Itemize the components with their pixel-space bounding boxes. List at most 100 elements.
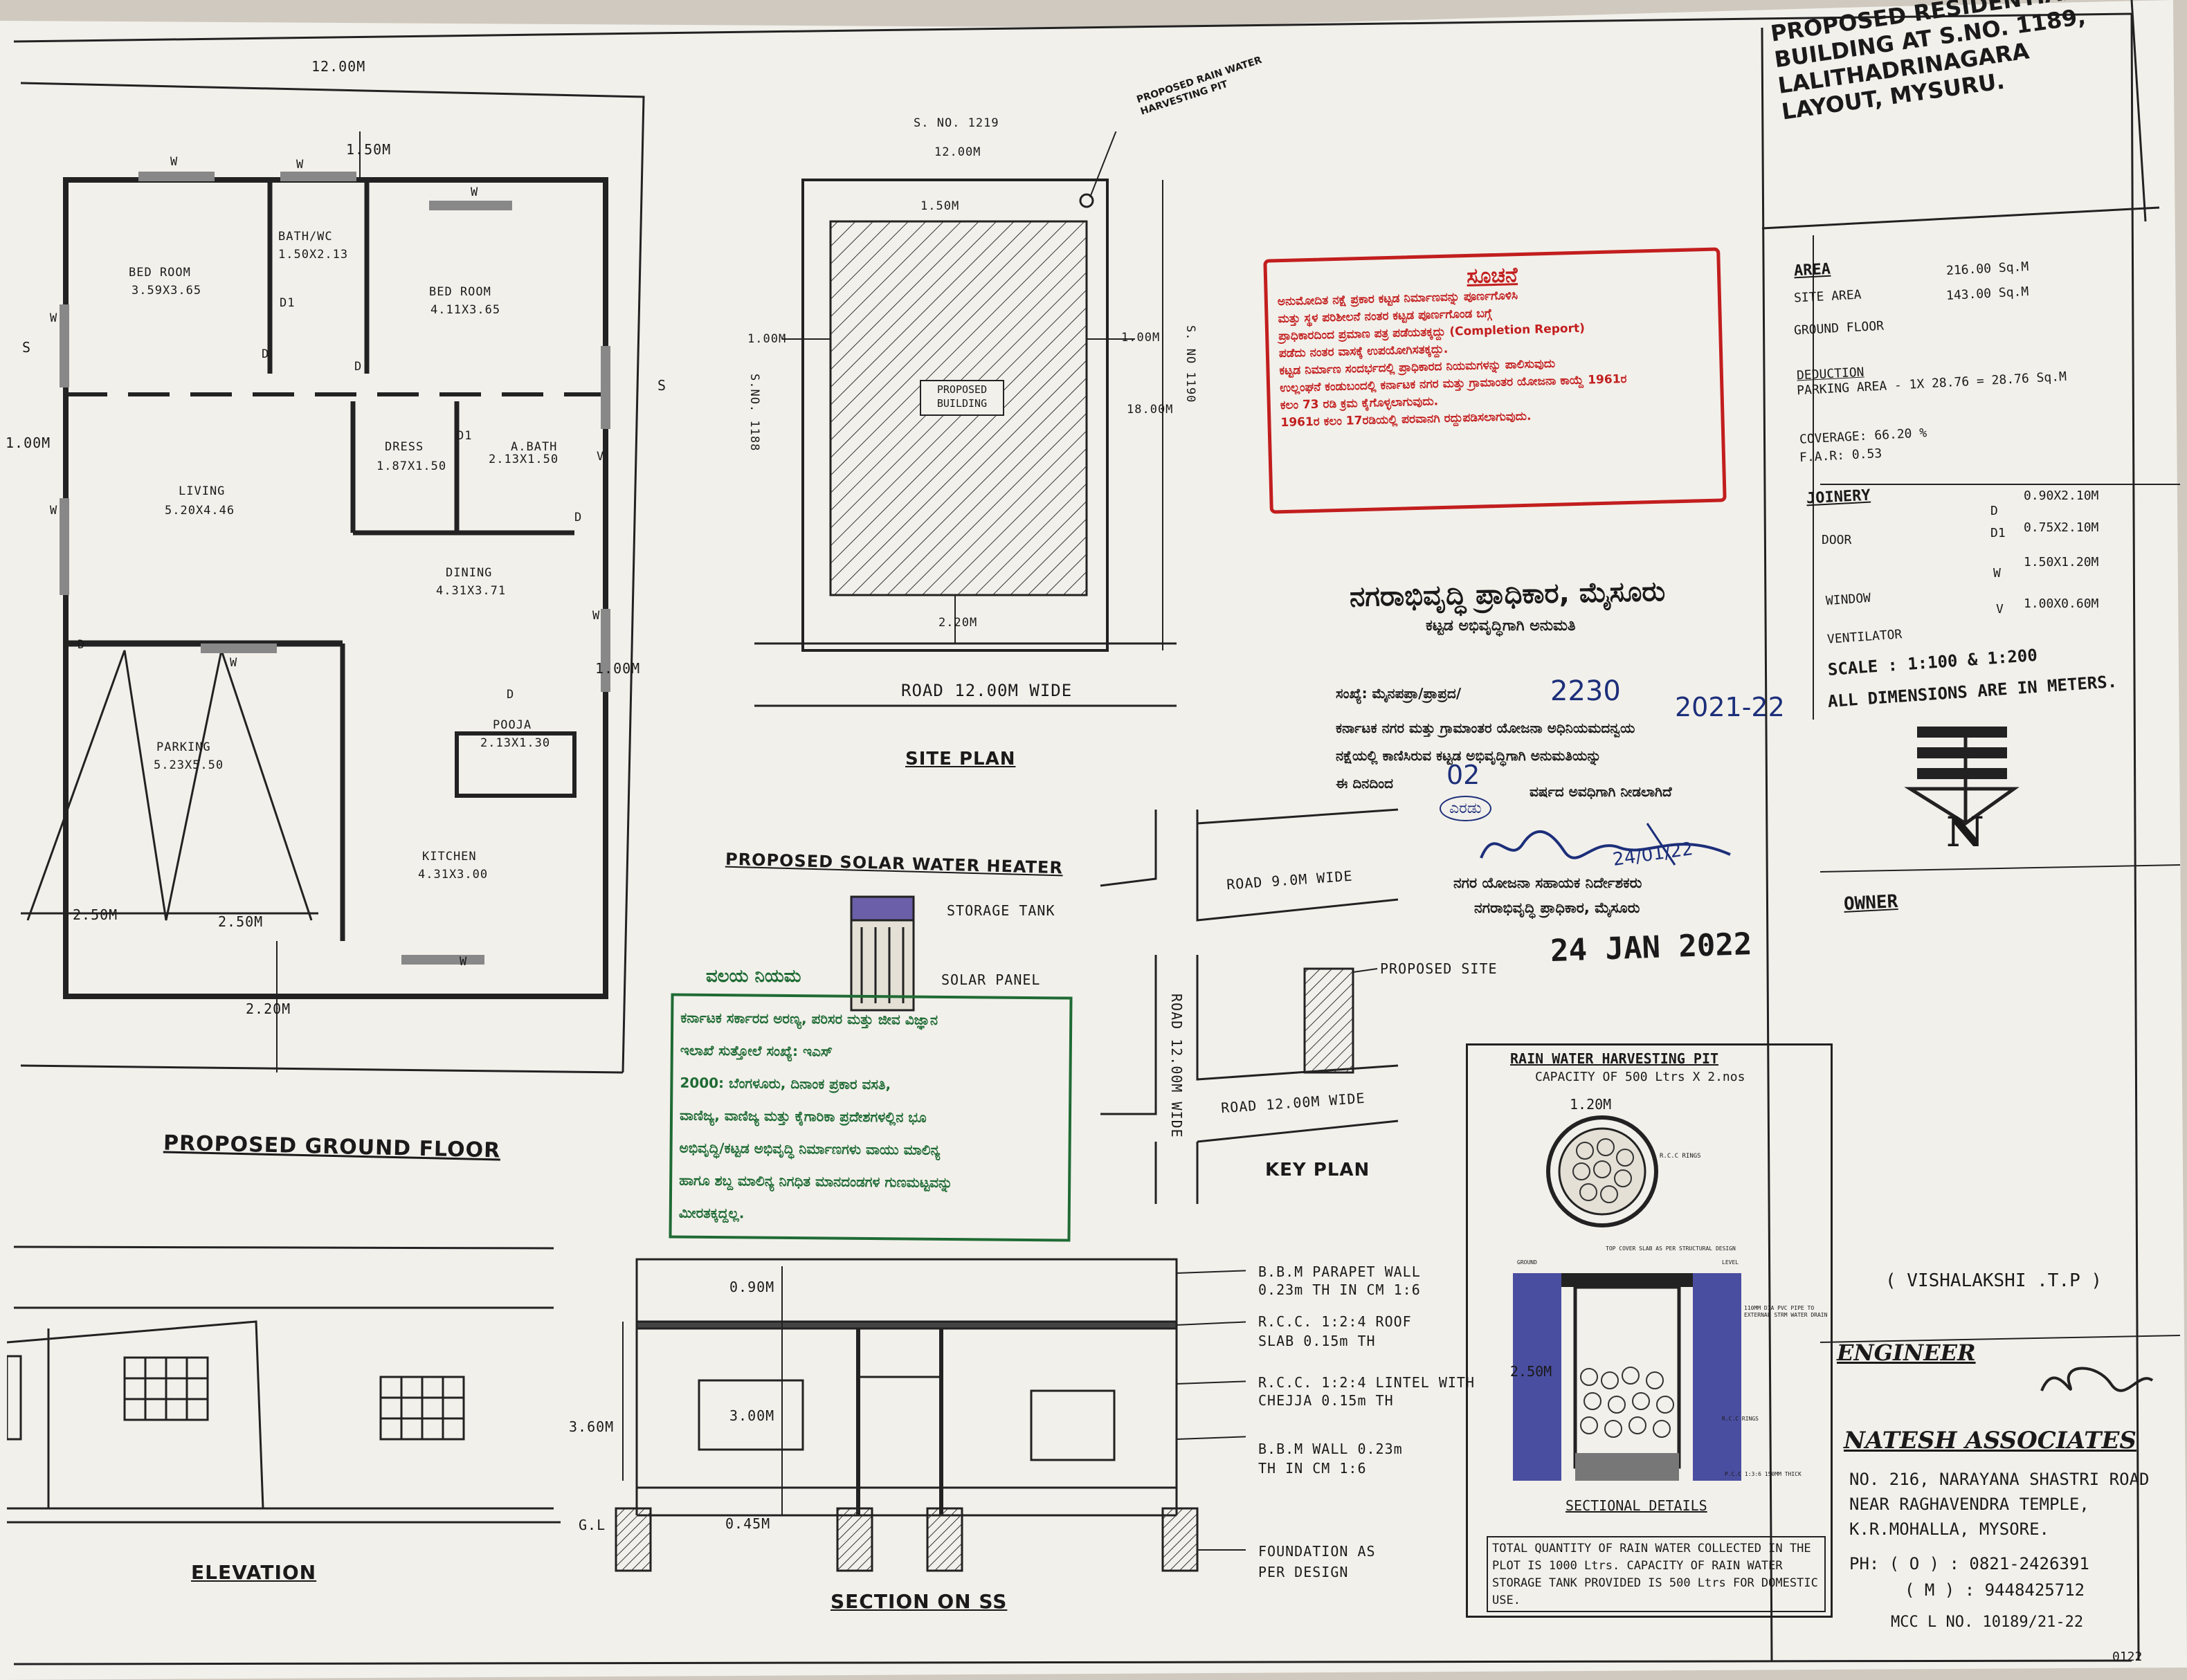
north-letter: N [1946, 808, 1984, 857]
site-road: ROAD 12.00M WIDE [901, 681, 1073, 700]
gf-door-mark: D [354, 360, 363, 374]
key-plan-drawing [1100, 808, 1399, 1204]
green-stamp-line: ಮೀರತಕ್ಕದ್ದಲ್ಲ. [678, 1204, 745, 1222]
green-stamp-heading: ವಲಯ ನಿಯಮ [706, 966, 801, 987]
approval-signature [1480, 823, 1731, 866]
gf-door-small-mark: D1 [457, 429, 473, 443]
section-title: SECTION ON SS [831, 1590, 1008, 1613]
approval-officer: ನಗರ ಯೋಜನಾ ಸಹಾಯಕ ನಿರ್ದೇಶಕರು [1453, 875, 1642, 891]
gf-parking-dim-2: 2.50M [218, 913, 264, 930]
rain-pit-rings: R.C.C RINGS [1660, 1153, 1701, 1160]
section-ground-level: G.L [579, 1517, 606, 1533]
engineer-signature [2040, 1367, 2154, 1392]
approval-line-4: ಈ ದಿನದಿಂದ [1336, 775, 1394, 792]
rain-pit-rings-2: R.C.C RINGS [1722, 1416, 1759, 1422]
gf-right-setback: 1.00M [595, 660, 641, 677]
rain-pit-pipe: 110MM DIA PVC PIPE TO EXTERNAL STRM WATE… [1744, 1305, 1828, 1318]
section-floor-height: 3.00M [729, 1407, 775, 1424]
site-building-label: PROPOSED BUILDING [936, 383, 988, 410]
site-right-setback: 1.00M [1121, 331, 1161, 345]
firm-address-3: K.R.MOHALLA, MYSORE. [1849, 1519, 2049, 1539]
site-front-setback: 2.20M [938, 616, 978, 630]
gf-door-mark: D [78, 638, 86, 652]
gf-section-marker: S [657, 377, 667, 394]
owner-label: OWNER [1843, 891, 1899, 915]
gf-window-mark: W [50, 504, 58, 518]
gf-ventilator-mark: V [597, 450, 605, 464]
site-width: 12.00M [934, 145, 981, 159]
red-notice-stamp: ಸೂಚನೆ ಅನುಮೋದಿತ ನಕ್ಷೆ ಪ್ರಕಾರ ಕಟ್ಟಡ ನಿರ್ಮಾ… [1263, 247, 1727, 514]
site-west-survey: S.NO. 1188 [747, 374, 761, 452]
site-left-setback: 1.00M [747, 332, 787, 346]
gf-door-mark: D [574, 511, 583, 524]
approval-years-word: ಎರಡು [1440, 796, 1491, 821]
green-pollution-stamp: ಕರ್ನಾಟಕ ಸರ್ಕಾರದ ಅರಣ್ಯ, ಪರಿಸರ ಮತ್ತು ಜೀವ ವ… [669, 993, 1073, 1242]
approval-line-3: ನಕ್ಷೆಯಲ್ಲಿ ಕಾಣಿಸಿರುವ ಕಟ್ಟಡ ಅಭಿವೃದ್ಧಿಗಾಗಿ… [1336, 747, 1601, 764]
elevation-drawing [7, 1245, 561, 1524]
solar-panel-label: SOLAR PANEL [941, 971, 1041, 988]
approval-ref-label: ಸಂಖ್ಯೆ: ಮೈನಪಪ್ರಾ/ಪ್ರಾಪ್ರದ/ [1336, 685, 1462, 702]
solar-heater-drawing [850, 895, 915, 1012]
gf-window-mark: W [460, 955, 468, 969]
gf-window-mark: W [170, 155, 179, 169]
firm-address-2: NEAR RAGHAVENDRA TEMPLE, [1849, 1495, 2089, 1514]
rain-pit-depth: 2.50M [1510, 1363, 1552, 1380]
gf-door-mark: D [262, 347, 270, 361]
key-site-label: PROPOSED SITE [1380, 960, 1498, 977]
gf-section-marker-left: S [22, 339, 32, 356]
section-drawing [615, 1258, 1246, 1572]
rain-pit-section-drawing [1513, 1273, 1741, 1481]
gf-door-mark: D [507, 688, 515, 702]
rain-pit-level: LEVEL [1722, 1259, 1739, 1266]
rain-pit-plan-drawing [1546, 1115, 1658, 1227]
approval-line-4b: ವರ್ಷದ ಅವಧಿಗಾಗಿ ನೀಡಲಾಗಿದೆ [1530, 783, 1672, 800]
rain-pit-section-title: SECTIONAL DETAILS [1566, 1497, 1707, 1514]
firm-phone-mobile: ( M ) : 9448425712 [1905, 1580, 2085, 1600]
green-stamp-line: ಹಾಗೂ ಶಬ್ದ ಮಾಲಿನ್ಯ ನಿಗಧಿತ ಮಾನದಂಡಗಳ ಗುಣಮಟ್… [679, 1171, 953, 1191]
green-stamp-line: 2000: ಬೆಂಗಳೂರು, ದಿನಾಂಕ ಪ್ರಕಾರ ವಸತಿ, [680, 1074, 891, 1093]
owner-name: ( VISHALAKSHI .T.P ) [1885, 1270, 2103, 1291]
green-stamp-line: ಅಭಿವೃದ್ಧಿ/ಕಟ್ಟಡ ಅಭಿವೃದ್ಧಿ ನಿರ್ಮಾಣಗಳು ವಾಯ… [679, 1139, 941, 1158]
gf-window-mark: W [592, 609, 601, 623]
gf-door-small-mark: D1 [280, 296, 296, 310]
green-stamp-line: ವಾಣಿಜ್ಯ, ವಾಣಿಜ್ಯ ಮತ್ತು ಕೈಗಾರಿಕಾ ಪ್ರದೇಶಗಳ… [679, 1106, 927, 1126]
rain-pit-title: RAIN WATER HARVESTING PIT [1510, 1050, 1719, 1067]
approval-line-2: ಕರ್ನಾಟಕ ನಗರ ಮತ್ತು ಗ್ರಾಮಾಂತರ ಯೋಜನಾ ಅಧಿನಿಯ… [1336, 720, 1635, 736]
section-parapet-height: 0.90M [729, 1279, 775, 1295]
rain-pit-note: TOTAL QUANTITY OF RAIN WATER COLLECTED I… [1487, 1536, 1826, 1612]
key-road-vertical: ROAD 12.00M WIDE [1168, 994, 1185, 1138]
north-arrow-icon [1904, 727, 2020, 826]
gf-parking-dim-1: 2.50M [73, 906, 118, 923]
approval-subtitle: ಕಟ್ಟಡ ಅಭಿವೃದ್ಧಿಗಾಗಿ ಅನುಮತಿ [1426, 617, 1576, 634]
approval-ref-no: 2230 [1550, 675, 1621, 707]
gf-window-mark: W [230, 656, 238, 670]
green-stamp-line: ಇಲಾಖೆ ಸುತ್ತೋಲೆ ಸಂಖ್ಯೆ: ಇಎಸ್ [680, 1041, 833, 1060]
solar-tank-label: STORAGE TANK [947, 902, 1055, 919]
gf-window-mark: W [296, 158, 305, 172]
approval-years: 02 [1446, 760, 1480, 790]
approval-authority: ನಗರಾಭಿವೃದ್ಧಿ ಪ್ರಾಧಿಕಾರ, ಮೈಸೂರು [1349, 576, 1666, 613]
site-east-survey: S. NO 1190 [1183, 325, 1197, 403]
gf-front-setback: 2.20M [246, 1001, 291, 1017]
title-block-frame [1761, 0, 2181, 1661]
rain-pit-pcc: P.C.C 1:3:6 150MM THICK [1725, 1471, 1802, 1477]
site-top-setback: 1.50M [920, 199, 960, 213]
gf-window-mark: W [471, 185, 479, 199]
engineer-label: ENGINEER [1837, 1340, 1976, 1366]
elevation-title: ELEVATION [191, 1561, 317, 1584]
sheet-number: 0122 [2112, 1650, 2143, 1664]
rain-pit-capacity: CAPACITY OF 500 Ltrs X 2.nos [1535, 1070, 1745, 1084]
site-north-survey: S. NO. 1219 [914, 116, 999, 130]
site-plan-title: SITE PLAN [905, 749, 1016, 769]
firm-mcc: MCC L NO. 10189/21-22 [1891, 1614, 2084, 1631]
section-plinth-height: 0.45M [725, 1515, 771, 1532]
firm-phone-office: PH: ( O ) : 0821-2426391 [1849, 1554, 2089, 1573]
rain-pit-panel [1466, 1043, 1833, 1618]
gf-overall-width: 12.00M [311, 58, 366, 75]
firm-address-1: NO. 216, NARAYANA SHASTRI ROAD [1849, 1470, 2150, 1489]
site-plan-drawing [754, 131, 1177, 707]
gf-top-setback: 1.50M [346, 141, 392, 158]
firm-name: NATESH ASSOCIATES [1844, 1427, 2136, 1454]
